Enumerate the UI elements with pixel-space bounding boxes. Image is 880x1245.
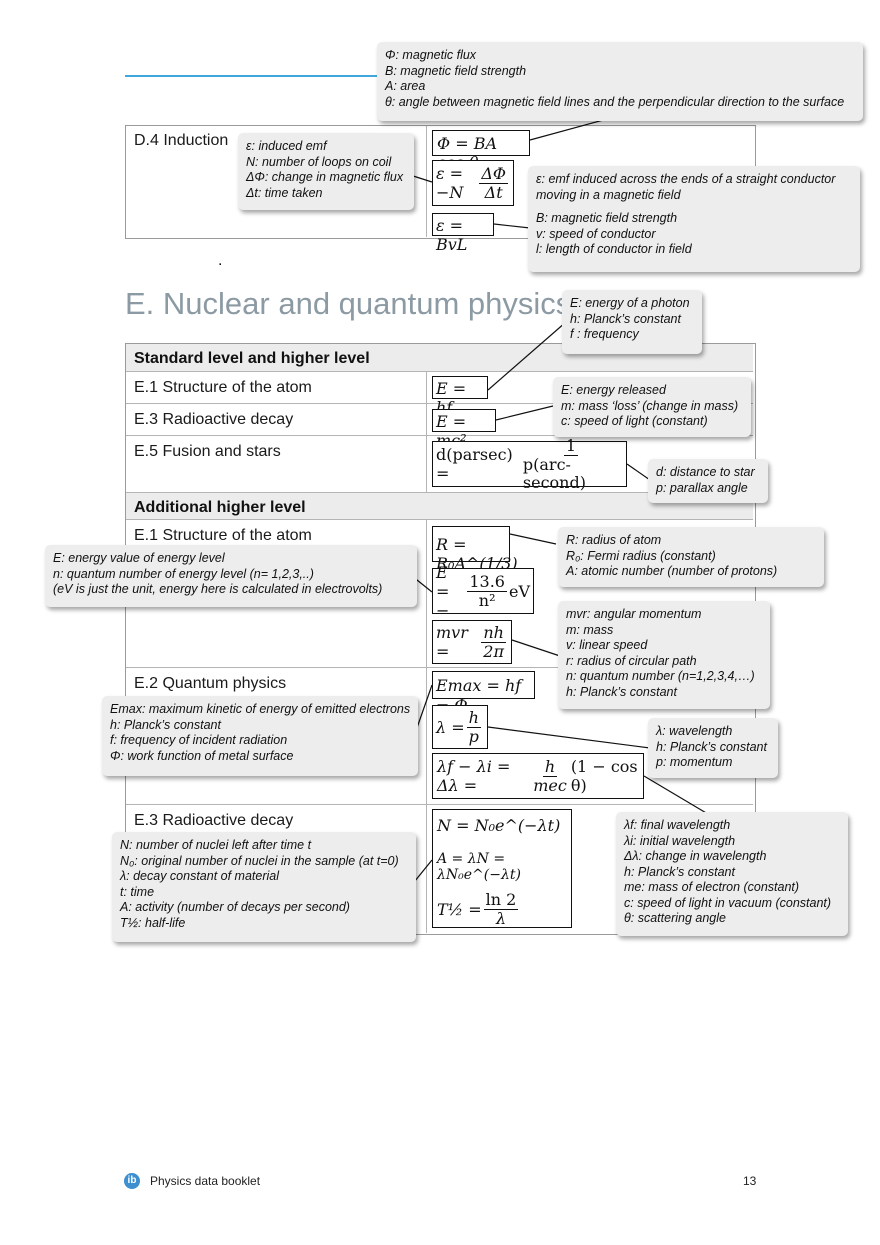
- footer-title: Physics data booklet: [150, 1174, 261, 1188]
- column-divider: [426, 520, 427, 933]
- equation-photoelectric: Emax = hf − Φ: [432, 671, 535, 714]
- column-divider: [426, 372, 427, 492]
- row-label-induction: D.4 Induction: [134, 132, 229, 149]
- equation-activity: A = λN = λN₀e^(−λt): [437, 851, 521, 883]
- equation-decay-block: N = N₀e^(−λt) A = λN = λN₀e^(−λt) T½ = l…: [432, 809, 572, 928]
- row-divider: [126, 403, 753, 404]
- page-number: 13: [743, 1174, 757, 1188]
- section-title: E. Nuclear and quantum physics: [125, 286, 572, 321]
- row-label-radioactive: E.3 Radioactive decay: [134, 411, 294, 428]
- header-rule: [125, 75, 380, 77]
- equation-motional-emf: ε = BvL: [432, 213, 494, 254]
- row-label-structure: E.1 Structure of the atom: [134, 379, 312, 396]
- row-divider: [126, 804, 753, 805]
- note-motional-emf: ε: emf induced across the ends of a stra…: [528, 166, 860, 272]
- stray-dot: .: [218, 252, 223, 269]
- note-photoelectric: Emax: maximum kinetic of energy of emitt…: [102, 696, 418, 776]
- row-label-radioactive-hl: E.3 Radioactive decay: [134, 812, 294, 829]
- ib-logo-icon: ib: [124, 1173, 140, 1189]
- equation-decay-law: N = N₀e^(−λt): [437, 816, 561, 835]
- row-divider: [126, 435, 753, 436]
- row-label-fusion: E.5 Fusion and stars: [134, 443, 281, 460]
- row-label-quantum: E.2 Quantum physics: [134, 675, 287, 692]
- equation-flux: Φ = BA cos θ: [432, 130, 530, 172]
- standard-level-header: Standard level and higher level: [126, 344, 753, 372]
- row-divider: [126, 667, 753, 668]
- equation-photon-energy: E = hf: [432, 376, 488, 417]
- equation-mass-energy: E = mc²: [432, 409, 496, 450]
- row-label-structure-hl: E.1 Structure of the atom: [134, 527, 312, 544]
- equation-nuclear-radius: R = R₀A^(1/3): [432, 526, 518, 573]
- column-divider: [426, 126, 427, 237]
